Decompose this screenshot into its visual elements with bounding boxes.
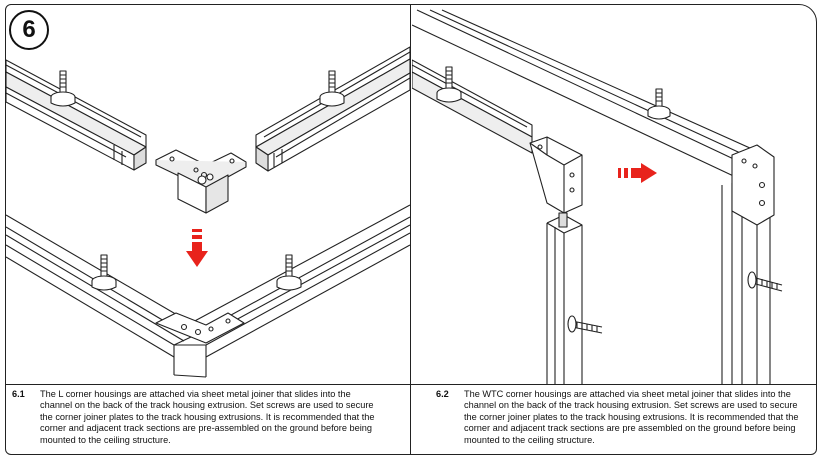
upper-right-track — [255, 46, 410, 172]
step-number-badge: 6 — [9, 10, 49, 50]
corner-joiner-plate — [155, 149, 247, 214]
set-screw-icon — [436, 66, 462, 103]
step-number: 6 — [22, 16, 36, 43]
caption-6-1: 6.1 The L corner housings are attached v… — [12, 389, 380, 446]
set-screw-icon — [276, 254, 302, 291]
set-screw-icon — [319, 70, 345, 107]
wtc-corner-housing — [529, 136, 583, 214]
assembled-wtc-frame — [412, 9, 775, 384]
assembled-l-track — [6, 204, 410, 378]
down-arrow-icon — [186, 229, 208, 267]
instruction-frame — [5, 4, 817, 455]
set-screw-icon — [567, 315, 603, 334]
caption-number: 6.1 — [12, 389, 25, 399]
set-screw-icon — [91, 254, 117, 291]
vertical-track — [546, 212, 583, 384]
right-arrow-icon — [618, 163, 657, 183]
wtc-corner-illustration — [412, 9, 783, 384]
caption-divider — [5, 384, 817, 385]
set-screw-icon — [747, 271, 783, 292]
caption-text: The L corner housings are attached via s… — [40, 389, 375, 445]
caption-6-2: 6.2 The WTC corner housings are attached… — [436, 389, 804, 446]
panel-divider — [410, 4, 411, 455]
caption-text: The WTC corner housings are attached via… — [464, 389, 799, 445]
set-screw-icon — [50, 70, 76, 107]
upper-left-track — [6, 59, 147, 171]
l-corner-illustration — [6, 46, 410, 378]
set-screw-icon — [647, 88, 671, 120]
upper-left-track — [412, 59, 533, 154]
caption-number: 6.2 — [436, 389, 449, 399]
